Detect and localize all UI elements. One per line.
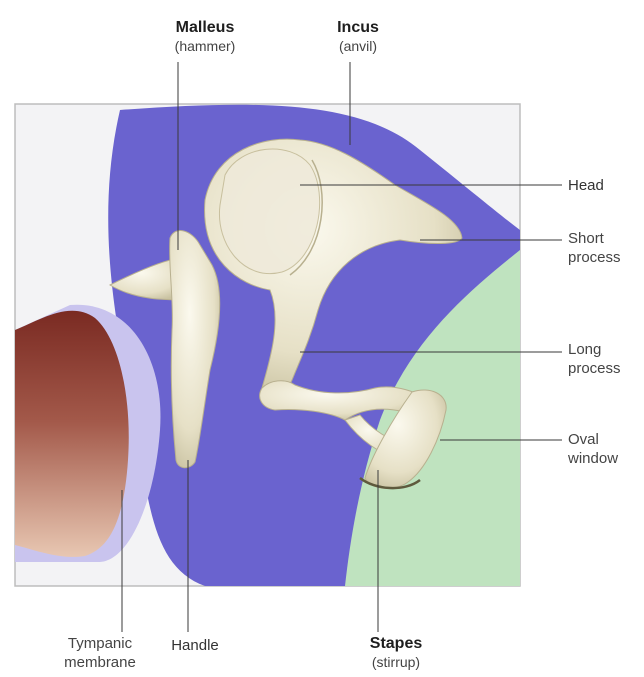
tympanic-membrane (15, 311, 129, 557)
label-handle: Handle (165, 636, 225, 655)
label-head: Head (568, 176, 604, 195)
label-stapes: Stapes (stirrup) (356, 634, 436, 672)
label-malleus: Malleus (hammer) (150, 18, 260, 56)
label-incus: Incus (anvil) (318, 18, 398, 56)
label-tympanic-membrane: Tympanic membrane (40, 634, 160, 672)
label-short-process: Short process (568, 229, 621, 267)
label-oval-window: Oval window (568, 430, 618, 468)
label-long-process: Long process (568, 340, 621, 378)
